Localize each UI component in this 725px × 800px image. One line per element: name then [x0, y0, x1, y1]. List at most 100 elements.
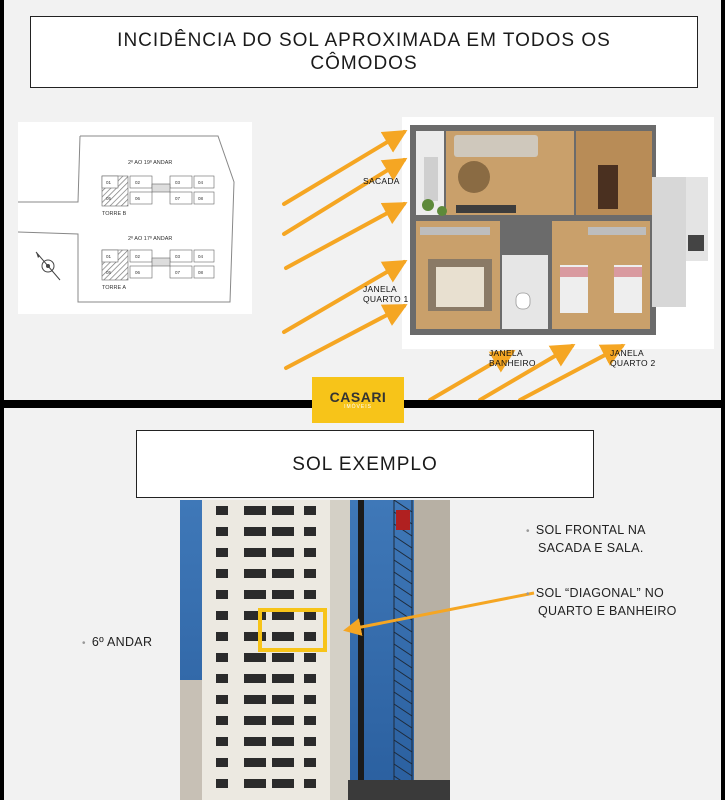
arrow-2: [282, 157, 408, 236]
building-window: [272, 758, 294, 767]
building-window: [304, 506, 316, 515]
building-window: [216, 527, 228, 536]
building-window: [216, 737, 228, 746]
crane-brace: [393, 583, 413, 597]
unit-number: 06: [135, 196, 141, 201]
crane-brace: [393, 595, 413, 609]
bullet-icon: •: [526, 526, 530, 537]
building-window: [304, 632, 316, 641]
building-window: [304, 758, 316, 767]
crane-brace: [393, 571, 413, 585]
unit-number: 08: [198, 196, 204, 201]
building-window: [272, 506, 294, 515]
unit-number: 01: [106, 180, 112, 185]
building-window: [244, 548, 266, 557]
building-window: [304, 590, 316, 599]
building-window: [244, 527, 266, 536]
crane-brace: [393, 727, 413, 741]
crane-brace: [393, 643, 413, 657]
building-window: [244, 758, 266, 767]
unit-number: 02: [135, 180, 141, 185]
building-window: [244, 611, 266, 620]
building-window: [272, 674, 294, 683]
unit-number: 05: [106, 270, 112, 275]
building-window: [304, 737, 316, 746]
slide-title: SOL EXEMPLO: [292, 453, 438, 475]
unit-number: 05: [106, 196, 112, 201]
slide-title-box: INCIDÊNCIA DO SOL APROXIMADA EM TODOS OS…: [30, 16, 698, 88]
highlight-6th-floor: [258, 608, 327, 652]
bullet-6-andar: •6º ANDAR: [82, 635, 153, 649]
building-window: [304, 674, 316, 683]
crane-brace: [393, 679, 413, 693]
unit-number: 03: [175, 254, 181, 259]
tower-b-block: [101, 175, 215, 207]
label-janela-quarto-2: JANELA QUARTO 2: [610, 348, 656, 368]
tower-a-block: [101, 249, 215, 281]
building-photo: [180, 500, 450, 800]
crane-brace: [393, 655, 413, 669]
building-window: [272, 737, 294, 746]
logo-name: CASARI: [329, 388, 387, 405]
crane-brace: [393, 715, 413, 729]
crane-brace: [393, 751, 413, 765]
tower-b-floors: 2º AO 19º ANDAR: [128, 159, 172, 166]
arrow-8: [518, 344, 626, 400]
sun-arrows: [282, 129, 626, 400]
crane-brace: [393, 691, 413, 705]
unit-number: 04: [198, 180, 204, 185]
bullet-sol-frontal: •SOL FRONTAL NA SACADA E SALA.: [526, 523, 646, 555]
unit-number: 07: [175, 196, 181, 201]
building-window: [244, 779, 266, 788]
building-window: [216, 611, 228, 620]
building-window: [216, 548, 228, 557]
crane-brace: [393, 619, 413, 633]
building-window: [244, 632, 266, 641]
building-window: [304, 779, 316, 788]
label-janela-banheiro: JANELA BANHEIRO: [489, 348, 536, 368]
building-window: [272, 590, 294, 599]
building-window: [304, 716, 316, 725]
building-window: [272, 569, 294, 578]
crane-brace: [393, 763, 413, 777]
callout-arrow: [343, 591, 535, 636]
building-window: [244, 506, 266, 515]
building-window: [304, 695, 316, 704]
building-window: [216, 590, 228, 599]
casari-logo: CASARI IMÓVEIS: [312, 377, 404, 423]
building-window: [216, 569, 228, 578]
building-window: [304, 548, 316, 557]
unit-number: 03: [175, 180, 181, 185]
building-window: [216, 674, 228, 683]
unit-number: 02: [135, 254, 141, 259]
unit-number: 06: [135, 270, 141, 275]
crane-brace: [393, 535, 413, 549]
building-window: [216, 779, 228, 788]
building-window: [304, 569, 316, 578]
building-window: [244, 737, 266, 746]
building-window: [272, 632, 294, 641]
slide-title-box: SOL EXEMPLO: [136, 430, 594, 498]
building-window: [272, 779, 294, 788]
crane-brace: [393, 703, 413, 717]
crane-brace: [393, 667, 413, 681]
crane-brace: [393, 631, 413, 645]
slide-title: INCIDÊNCIA DO SOL APROXIMADA EM TODOS OS…: [117, 30, 611, 74]
building-window: [272, 548, 294, 557]
building-window: [216, 653, 228, 662]
label-janela-quarto-1: JANELA QUARTO 1: [363, 284, 409, 304]
building-window: [244, 590, 266, 599]
building-window: [216, 695, 228, 704]
building-window: [216, 716, 228, 725]
building-window: [272, 611, 294, 620]
building-window: [244, 695, 266, 704]
floor-plan: [402, 117, 714, 349]
unit-number: 08: [198, 270, 204, 275]
building-window: [272, 695, 294, 704]
site-plan: 2º AO 19º ANDAR TORRE B 2º AO 17º ANDAR …: [18, 122, 252, 314]
arrow-1: [282, 129, 408, 206]
unit-number: 07: [175, 270, 181, 275]
unit-number: 04: [198, 254, 204, 259]
slide-sun-incidence: INCIDÊNCIA DO SOL APROXIMADA EM TODOS OS…: [4, 0, 721, 400]
building-window: [244, 569, 266, 578]
